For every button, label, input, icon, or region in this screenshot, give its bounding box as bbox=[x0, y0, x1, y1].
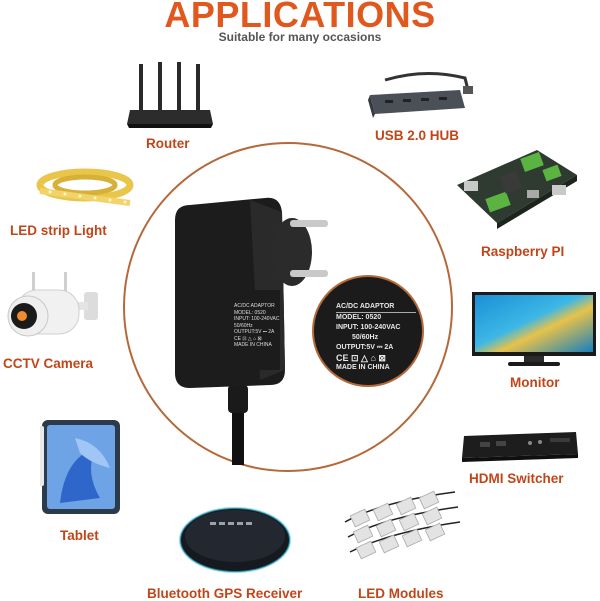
zoom-adapter-origin: MADE IN CHINA bbox=[336, 364, 390, 371]
monitor-image bbox=[470, 290, 598, 370]
monitor-label: Monitor bbox=[510, 375, 560, 390]
zoom-adapter-model: MODEL: 0520 bbox=[336, 314, 382, 321]
page-title: APPLICATIONS bbox=[164, 0, 436, 35]
led-strip-label: LED strip Light bbox=[10, 223, 107, 238]
router-image bbox=[125, 62, 215, 132]
cctv-camera-label: CCTV Camera bbox=[3, 356, 94, 371]
center-circle bbox=[123, 142, 453, 472]
led-strip-image bbox=[30, 165, 135, 215]
raspberry-pi-image bbox=[452, 145, 582, 230]
power-adapter-image bbox=[170, 190, 330, 465]
usb-hub-label: USB 2.0 HUB bbox=[375, 128, 460, 143]
adapter-small-label: AC/DC ADAPTOR MODEL: 0520 INPUT: 100-240… bbox=[234, 303, 280, 348]
led-modules-image bbox=[340, 482, 465, 567]
led-modules-label: LED Modules bbox=[358, 586, 444, 601]
label-zoom-circle: AC/DC ADAPTOR MODEL: 0520 INPUT: 100-240… bbox=[312, 275, 424, 387]
gps-receiver-image bbox=[175, 500, 300, 580]
hdmi-switcher-image bbox=[460, 428, 580, 463]
zoom-adapter-symbols: CE ⊡ △ ⌂ ⊠ bbox=[336, 353, 386, 363]
gps-receiver-label: Bluetooth GPS Receiver bbox=[147, 586, 303, 601]
cctv-camera-image bbox=[2, 272, 102, 352]
raspberry-pi-label: Raspberry PI bbox=[481, 244, 565, 259]
zoom-adapter-title: AC/DC ADAPTOR bbox=[336, 302, 416, 313]
zoom-adapter-freq: 50/60Hz bbox=[352, 334, 379, 341]
zoom-adapter-input: INPUT: 100-240VAC bbox=[336, 324, 401, 331]
zoom-adapter-output: OUTPUT:5V ⎓ 2A bbox=[336, 344, 394, 351]
page-subtitle: Suitable for many occasions bbox=[218, 30, 382, 44]
usb-hub-image bbox=[365, 70, 480, 125]
hdmi-switcher-label: HDMI Switcher bbox=[469, 471, 564, 486]
router-label: Router bbox=[146, 136, 190, 151]
tablet-label: Tablet bbox=[60, 528, 99, 543]
tablet-image bbox=[40, 418, 122, 516]
